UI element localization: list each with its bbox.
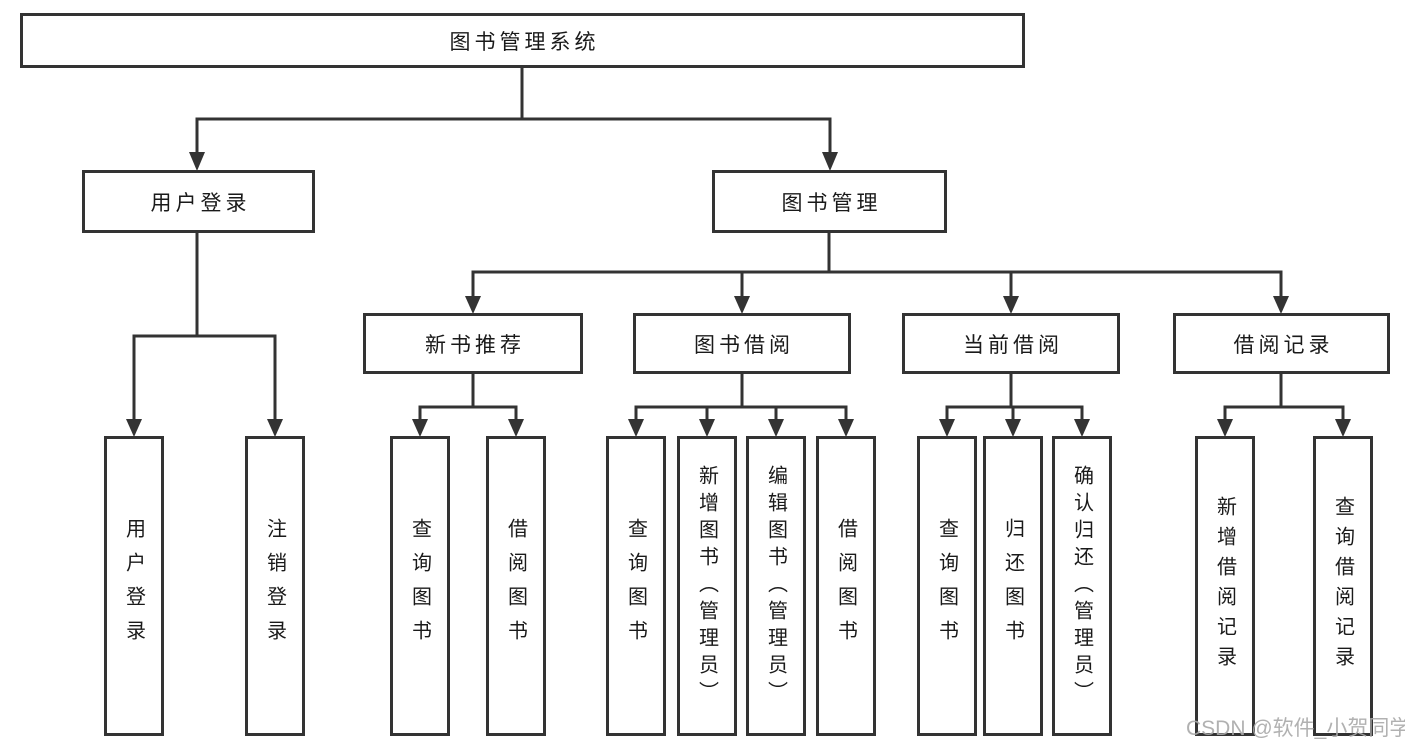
node-book-management-label: 图书管理 — [781, 191, 882, 215]
leaf-borrowing-borrow-books: 借阅图书 — [816, 436, 876, 736]
leaf-logout: 注销登录 — [245, 436, 305, 736]
leaf-borrowing-edit-books: 编辑图书（管理员） — [746, 436, 806, 736]
leaf-current-return-books-label: 归还图书 — [1001, 518, 1024, 654]
leaf-borrowing-add-books-label: 新增图书（管理员） — [695, 464, 718, 708]
node-library-system-label: 图书管理系统 — [449, 30, 600, 54]
node-new-book-recommend: 新书推荐 — [363, 313, 583, 374]
leaf-records-query-record: 查询借阅记录 — [1313, 436, 1373, 736]
node-library-system: 图书管理系统 — [20, 13, 1025, 68]
leaf-records-add-record: 新增借阅记录 — [1195, 436, 1255, 736]
leaf-current-query-books-label: 查询图书 — [935, 518, 958, 654]
leaf-user-login-label: 用户登录 — [122, 518, 145, 654]
leaf-borrowing-borrow-books-label: 借阅图书 — [834, 518, 857, 654]
leaf-records-query-record-label: 查询借阅记录 — [1331, 496, 1354, 676]
leaf-records-add-record-label: 新增借阅记录 — [1213, 496, 1236, 676]
leaf-borrowing-add-books: 新增图书（管理员） — [677, 436, 737, 736]
node-borrowing-records-label: 借阅记录 — [1233, 333, 1334, 357]
node-current-borrowing-label: 当前借阅 — [963, 333, 1063, 357]
leaf-recommend-query-books-label: 查询图书 — [408, 518, 431, 654]
node-book-management: 图书管理 — [712, 170, 947, 233]
leaf-borrowing-edit-books-label: 编辑图书（管理员） — [764, 464, 787, 708]
leaf-current-confirm-return-label: 确认归还（管理员） — [1070, 464, 1093, 708]
leaf-current-confirm-return: 确认归还（管理员） — [1052, 436, 1112, 736]
node-borrowing-records: 借阅记录 — [1173, 313, 1390, 374]
leaf-recommend-borrow-books: 借阅图书 — [486, 436, 546, 736]
csdn-watermark: CSDN @软件_小贺同学 — [1186, 717, 1405, 740]
node-book-borrowing: 图书借阅 — [633, 313, 851, 374]
leaf-logout-label: 注销登录 — [263, 518, 286, 654]
leaf-recommend-borrow-books-label: 借阅图书 — [504, 518, 527, 654]
leaf-user-login: 用户登录 — [104, 436, 164, 736]
node-current-borrowing: 当前借阅 — [902, 313, 1120, 374]
node-user-login-label: 用户登录 — [150, 191, 251, 215]
node-user-login: 用户登录 — [82, 170, 315, 233]
node-book-borrowing-label: 图书借阅 — [694, 333, 794, 357]
leaf-borrowing-query-books: 查询图书 — [606, 436, 666, 736]
leaf-borrowing-query-books-label: 查询图书 — [624, 518, 647, 654]
leaf-current-query-books: 查询图书 — [917, 436, 977, 736]
node-new-book-recommend-label: 新书推荐 — [425, 333, 525, 357]
leaf-recommend-query-books: 查询图书 — [390, 436, 450, 736]
leaf-current-return-books: 归还图书 — [983, 436, 1043, 736]
